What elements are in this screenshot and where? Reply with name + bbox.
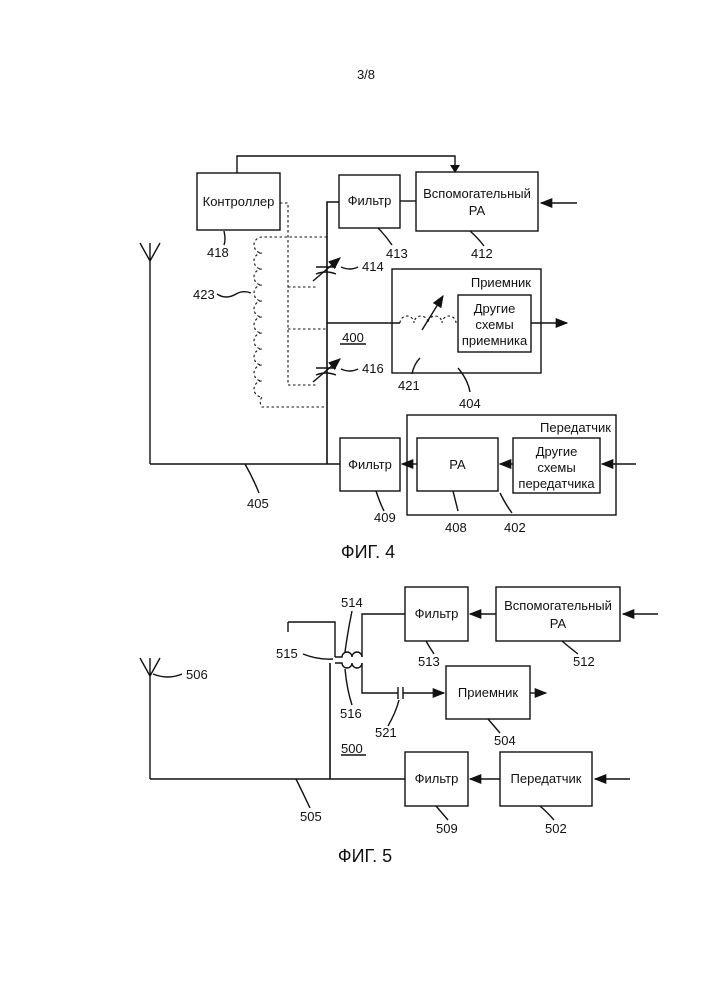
ref-509: 509: [436, 821, 458, 836]
antenna-icon-fig4: [140, 243, 160, 464]
receiver-504-label: Приемник: [458, 685, 518, 700]
ref-408: 408: [445, 520, 467, 535]
ref-412: 412: [471, 246, 493, 261]
leader-514: [345, 611, 352, 652]
fig4-caption: ФИГ. 4: [341, 542, 395, 562]
ref-521: 521: [375, 725, 397, 740]
ref-502: 502: [545, 821, 567, 836]
ref-505: 505: [300, 809, 322, 824]
transmitter-502-label: Передатчик: [511, 771, 582, 786]
fig5-caption: ФИГ. 5: [338, 846, 392, 866]
ref-504: 504: [494, 733, 516, 748]
leader-502: [540, 806, 554, 820]
ref-500: 500: [341, 741, 363, 756]
aux-pa-412-label-2: PA: [469, 203, 486, 218]
ref-400: 400: [342, 330, 364, 345]
ref-413: 413: [386, 246, 408, 261]
control-line-main: [280, 203, 318, 385]
leader-418: [224, 231, 225, 245]
aux-pa-512-label-2: PA: [550, 616, 567, 631]
leader-423: [217, 292, 251, 297]
ref-414: 414: [362, 259, 384, 274]
page-number: 3/8: [357, 67, 375, 82]
ref-512: 512: [573, 654, 595, 669]
ref-423: 423: [193, 287, 215, 302]
other-rx-label-1: Другие: [474, 301, 516, 316]
capacitor-416-plate-b: [316, 373, 336, 375]
leader-509: [436, 806, 448, 820]
ref-418: 418: [207, 245, 229, 260]
leader-521: [388, 700, 399, 726]
other-tx-label-1: Другие: [536, 444, 578, 459]
controller-label: Контроллер: [203, 194, 275, 209]
leader-416: [341, 369, 358, 371]
ref-404: 404: [459, 396, 481, 411]
leader-409: [376, 491, 384, 511]
leader-512: [562, 641, 578, 654]
figure-5: Фильтр Вспомогательный PA Приемник 506 Ф…: [140, 587, 658, 866]
transmitter-402-label: Передатчик: [540, 420, 611, 435]
transformer-secondary-coil-516: [335, 663, 362, 668]
filter-513-label: Фильтр: [415, 606, 459, 621]
ref-409: 409: [374, 510, 396, 525]
aux-pa-412-box: [416, 172, 538, 231]
other-rx-label-3: приемника: [462, 333, 528, 348]
capacitor-414-plate-b: [316, 272, 336, 274]
pa-408-label: PA: [449, 457, 466, 472]
ref-421: 421: [398, 378, 420, 393]
other-tx-label-3: передатчика: [518, 476, 595, 491]
aux-pa-512-box: [496, 587, 620, 641]
leader-414: [341, 267, 358, 269]
ref-514: 514: [341, 595, 363, 610]
filter-413-label: Фильтр: [348, 193, 392, 208]
ref-516: 516: [340, 706, 362, 721]
ref-416: 416: [362, 361, 384, 376]
transformer-primary-coil-514: [335, 652, 362, 657]
aux-pa-412-label-1: Вспомогательный: [423, 186, 531, 201]
leader-504: [488, 719, 500, 733]
inductor-coil-423: [254, 237, 327, 407]
filter-409-label: Фильтр: [348, 457, 392, 472]
leader-506: [153, 674, 182, 677]
other-rx-label-2: схемы: [475, 317, 513, 332]
figure-4: Контроллер Фильтр Вспомогательный PA 414…: [140, 156, 636, 562]
ref-513: 513: [418, 654, 440, 669]
coil-to-filter-513-line: [362, 614, 405, 657]
ref-506: 506: [186, 667, 208, 682]
leader-505: [296, 779, 310, 808]
leader-405: [245, 464, 259, 493]
other-tx-label-2: схемы: [537, 460, 575, 475]
ref-405: 405: [247, 496, 269, 511]
aux-pa-512-label-1: Вспомогательный: [504, 598, 612, 613]
leader-515: [303, 654, 333, 659]
leader-413: [378, 228, 392, 245]
ref-515: 515: [276, 646, 298, 661]
leader-513: [426, 641, 434, 654]
controller-feedback-line: [237, 156, 455, 173]
coil-to-receiver-line: [362, 663, 398, 693]
leader-516: [345, 669, 352, 705]
antenna-icon-fig5: [140, 658, 160, 779]
leader-412: [470, 231, 484, 246]
receiver-404-label: Приемник: [471, 275, 531, 290]
ref-402: 402: [504, 520, 526, 535]
filter-509-label: Фильтр: [415, 771, 459, 786]
main-trunk-line: [327, 202, 339, 464]
